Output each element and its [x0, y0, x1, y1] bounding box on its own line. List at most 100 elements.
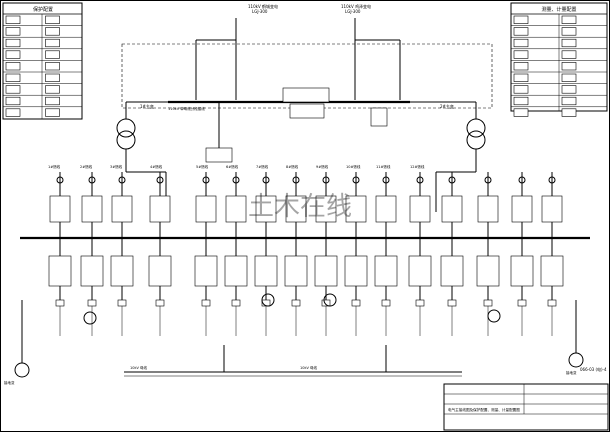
feeder-lower-panel	[224, 255, 248, 287]
bottom-bus: 10kV 母线 10kV 母线	[124, 345, 462, 377]
legend-right-symbol-b-1	[561, 27, 577, 36]
bottom-bus-label-1: 10kV 母线	[130, 365, 147, 370]
legend-left-symbol-b-1	[45, 27, 60, 36]
feeder-bay-14	[476, 172, 500, 336]
feeder-label-9: 9#馈线	[316, 164, 329, 169]
incoming-line-1-conductor: LGJ-300	[252, 9, 268, 14]
feeder-lower-panel	[80, 255, 104, 287]
watermark: 土木在线	[248, 192, 352, 222]
legend-left-symbol-b-2	[45, 38, 60, 48]
feeder-lower-panel	[540, 255, 564, 287]
grounding-transformer-right: 接地变	[566, 300, 584, 375]
feeder-bay-3	[110, 172, 134, 336]
feeder-label-11: 11#馈线	[376, 164, 391, 169]
legend-right-symbol-b-3	[561, 50, 577, 59]
transformer-1: 1#主变	[116, 101, 168, 212]
legend-left-symbol-b-8	[45, 108, 60, 117]
legend-right-symbol-6	[513, 85, 529, 94]
feeder-label-6: 6#馈线	[226, 164, 239, 169]
legend-right-symbol-b-7	[561, 96, 577, 106]
incoming-line-2-conductor: LGJ-300	[345, 9, 361, 14]
legend-right-symbol-8	[513, 108, 529, 117]
feeder-label-7: 7#馈线	[256, 164, 269, 169]
legend-right-symbol-b-2	[561, 38, 577, 48]
feeder-upper-panel	[195, 195, 217, 223]
feeder-upper-panel	[409, 195, 431, 223]
feeder-bay-4	[148, 172, 172, 336]
feeder-bay-16	[540, 172, 564, 336]
feeder-lower-panel	[374, 255, 398, 287]
legend-right-symbol-b-8	[561, 108, 577, 117]
title-block: 066-03 (电)-4 电气主接线图及保护配置、测量、计量配置图	[443, 366, 609, 431]
legend-left-symbol-b-7	[45, 96, 60, 106]
feeder-label-12: 12#馈线	[410, 164, 425, 169]
incoming-line-1-label: 110kV 鹤城变电	[248, 3, 278, 9]
feeder-bay-5	[194, 172, 218, 336]
legend-right-symbol-0	[513, 15, 529, 24]
legend-right-symbol-2	[513, 38, 529, 48]
feeder-upper-panel	[81, 195, 103, 223]
feeder-label-1: 1#馈线	[48, 164, 61, 169]
legend-right-symbol-b-5	[561, 73, 577, 82]
feeder-label-3: 3#馈线	[110, 164, 123, 169]
feeder-bay-7	[254, 172, 278, 336]
feeder-label-8: 8#馈线	[286, 164, 299, 169]
load-circle-3	[323, 293, 337, 307]
feeder-lower-panel	[510, 255, 534, 287]
legend-right-symbol-b-6	[561, 85, 577, 94]
legend-left-symbol-b-3	[45, 50, 60, 59]
transformer-1-label: 1#主变	[140, 103, 154, 109]
hv-measurement-box	[205, 147, 233, 163]
transformer-2: 2#主变	[410, 101, 486, 212]
legend-left-title: 保护配置	[33, 6, 53, 13]
legend-right-title: 测量、计量配置	[541, 6, 576, 13]
legend-right-symbol-b-0	[561, 15, 577, 24]
feeder-lower-panel	[344, 255, 368, 287]
legend-left-symbol-5	[5, 73, 21, 82]
legend-left-symbol-b-6	[45, 85, 60, 94]
feeder-lower-panel	[440, 255, 464, 287]
feeder-lower-panel	[194, 255, 218, 287]
feeder-upper-panel	[149, 195, 171, 223]
drawing-title: 电气主接线图及保护配置、测量、计量配置图	[448, 407, 520, 412]
load-circle-4	[487, 309, 501, 323]
legend-right-symbol-7	[513, 96, 529, 106]
feeder-upper-panel	[225, 195, 247, 223]
bottom-bus-label-2: 10kV 母线	[300, 365, 317, 370]
feeder-upper-panel	[541, 195, 563, 223]
incoming-line-1: 110kV 鹤城变电 LGJ-300	[195, 3, 278, 100]
feeder-upper-panel	[49, 195, 71, 223]
legend-right-symbol-5	[513, 73, 529, 82]
legend-right-symbol-b-4	[561, 62, 577, 71]
feeder-bay-15	[510, 172, 534, 336]
feeder-lower-panel	[408, 255, 432, 287]
feeder-label-10: 10#馈线	[346, 164, 361, 169]
feeder-lower-panel	[476, 255, 500, 287]
hv-bus-label: 110kV 单母线分段接线	[168, 106, 205, 111]
hv-pt-box	[370, 107, 388, 127]
incoming-line-2: 110kV 鸡泽变电 LGJ-300	[341, 3, 401, 100]
legend-left-symbol-3	[5, 50, 21, 59]
legend-left-symbol-8	[5, 108, 21, 117]
legend-left-symbol-0	[5, 15, 21, 24]
legend-left-rows	[3, 13, 82, 117]
load-circle-2	[261, 293, 275, 307]
grounding-label-left: 接地变	[4, 380, 15, 385]
feeder-bay-12	[408, 172, 432, 336]
legend-left-symbol-2	[5, 38, 21, 48]
legend-left-symbol-b-5	[45, 73, 60, 82]
feeder-upper-panel	[441, 195, 463, 223]
feeder-upper-panel	[111, 195, 133, 223]
legend-right-symbol-1	[513, 27, 529, 36]
hv-bus: 110kV 单母线分段接线	[168, 87, 410, 119]
feeder-lower-panel	[284, 255, 308, 287]
drawing-number: 066-03 (电)-4	[580, 366, 607, 372]
feeder-lower-panel	[48, 255, 72, 287]
feeder-upper-panel	[477, 195, 499, 223]
load-circle-1	[83, 311, 97, 325]
feeder-label-2: 2#馈线	[80, 164, 93, 169]
legend-left-symbol-1	[5, 27, 21, 36]
feeder-bay-8	[284, 172, 308, 336]
